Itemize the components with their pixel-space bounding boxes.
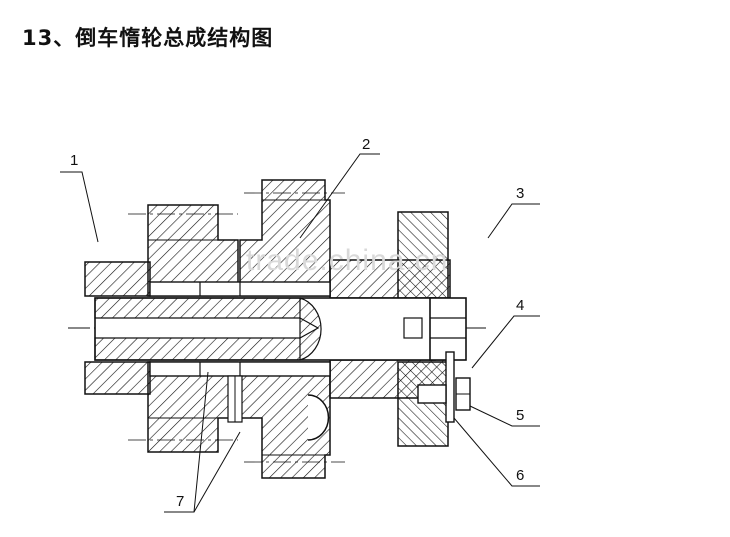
callout-1: 1 bbox=[70, 152, 78, 169]
callout-7: 7 bbox=[176, 493, 184, 510]
callout-4: 4 bbox=[516, 297, 524, 314]
lock-plate-assembly bbox=[417, 297, 471, 423]
callout-5: 5 bbox=[516, 407, 524, 424]
callout-2: 2 bbox=[362, 136, 370, 153]
idler-shaft bbox=[94, 297, 436, 361]
left-support bbox=[84, 261, 151, 395]
page-title: 13、倒车惰轮总成结构图 bbox=[22, 26, 274, 50]
callout-3: 3 bbox=[516, 185, 524, 202]
large-gear bbox=[239, 179, 345, 479]
leader-lines bbox=[60, 153, 540, 513]
callout-6: 6 bbox=[516, 467, 524, 484]
watermark: trade.china.cn bbox=[246, 244, 448, 277]
needle-bearings bbox=[149, 281, 331, 423]
